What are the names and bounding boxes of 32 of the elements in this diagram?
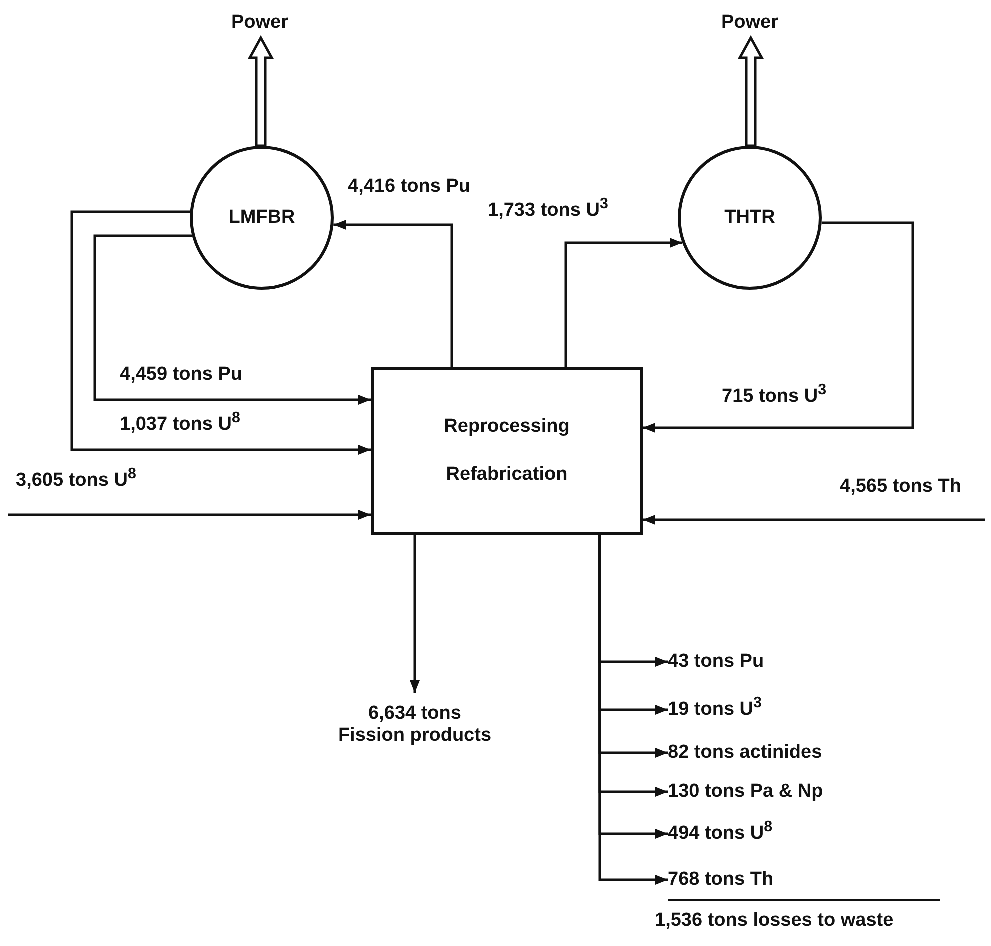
- process-box: [371, 367, 643, 535]
- node-label: LMFBR: [228, 207, 296, 229]
- flow-arrow: [8, 510, 371, 520]
- output-label: Power: [721, 12, 779, 34]
- edge-label: 4,459 tons Pu: [118, 364, 244, 386]
- output-label: Power: [231, 12, 289, 34]
- flow-arrow: [94, 234, 371, 405]
- power-arrow: [248, 35, 274, 148]
- flow-arrow: [643, 515, 985, 525]
- flow-arrow: [643, 222, 914, 433]
- flow-arrow: [334, 220, 454, 367]
- edge-label: 4,416 tons Pu: [346, 176, 472, 198]
- edge-label: 3,605 tons U$^{8}$: [14, 470, 138, 492]
- output-label: 6,634 tons: [368, 703, 462, 725]
- node-label: THTR: [724, 207, 776, 229]
- edge-label: 4,565 tons Th: [838, 476, 964, 498]
- node-label: Refabrication: [446, 464, 568, 486]
- flow-arrow: [410, 535, 420, 693]
- flow-arrow: [564, 238, 682, 367]
- output-label: 82 tons actinides: [668, 742, 822, 764]
- output-label: Fission products: [338, 725, 492, 747]
- node-label: Reprocessing: [444, 416, 570, 438]
- total-note: 1,536 tons losses to waste: [655, 910, 894, 932]
- output-label: 130 tons Pa & Np: [668, 781, 824, 803]
- edge-label: 1,733 tons U$^{3}$: [486, 200, 610, 222]
- output-label: 494 tons U$^{8}$: [668, 823, 773, 845]
- output-label: 43 tons Pu: [668, 651, 764, 673]
- output-label: 768 tons Th: [668, 869, 774, 891]
- output-label: 19 tons U$^{3}$: [668, 699, 762, 721]
- flow-arrow: [70, 210, 371, 455]
- power-arrow: [738, 35, 764, 148]
- edge-label: 1,037 tons U$^{8}$: [118, 414, 242, 436]
